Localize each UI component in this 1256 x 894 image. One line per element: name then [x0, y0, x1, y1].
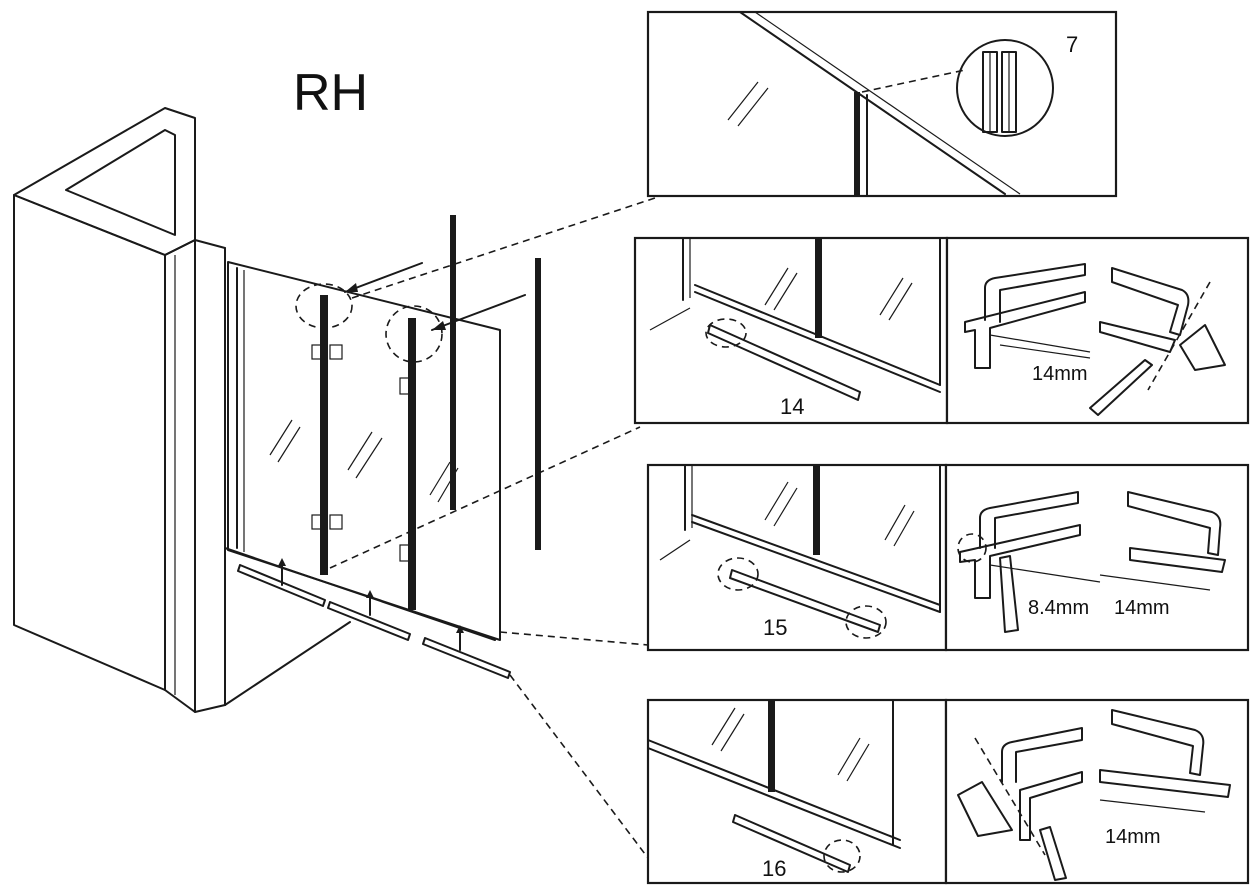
hinge-post-1 — [320, 295, 328, 575]
wall — [13, 107, 226, 713]
detail-seal-16: 16 14mm — [646, 698, 1250, 885]
leader-lines — [329, 197, 656, 859]
measure-15-right: 14mm — [1114, 597, 1170, 619]
bottom-seals-exploded — [237, 558, 511, 679]
seal-profiles-exploded — [344, 215, 541, 550]
detail-seal-14: 14 14mm — [633, 236, 1250, 425]
glass-screen — [227, 261, 501, 641]
bath-base — [224, 547, 496, 706]
part-number-15: 15 — [763, 615, 787, 640]
part-number-14: 14 — [780, 394, 804, 419]
hinge-post-2 — [408, 318, 416, 610]
part-number-16: 16 — [762, 856, 786, 881]
detail-seal-15: 15 8.4mm 14mm — [646, 463, 1250, 652]
part-number-7: 7 — [1066, 32, 1078, 57]
measure-16: 14mm — [1105, 826, 1161, 848]
measure-14-a: 14mm — [1032, 363, 1088, 385]
diagram-title: RH — [293, 64, 368, 122]
measure-15-left: 8.4mm — [1028, 597, 1089, 619]
detail-top-seal: 7 — [646, 10, 1118, 198]
